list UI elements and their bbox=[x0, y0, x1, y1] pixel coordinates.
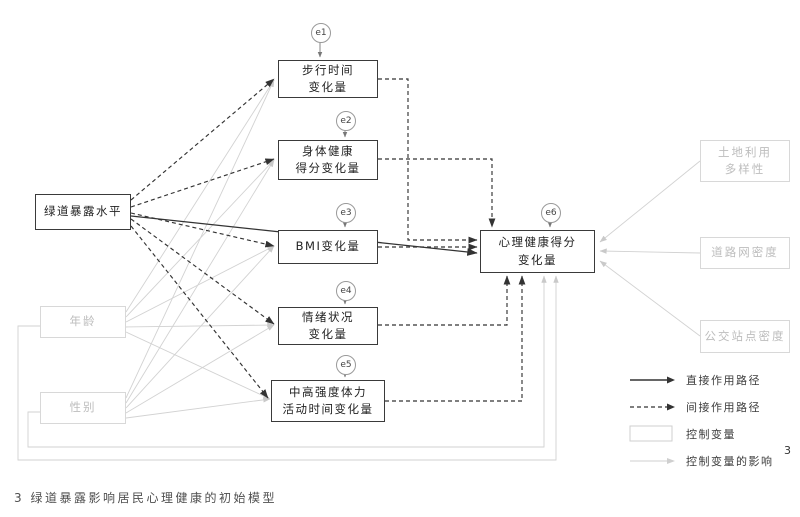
node-label: 多样性 bbox=[724, 162, 766, 176]
path-bus-mental bbox=[599, 260, 701, 337]
page-number: 3 bbox=[784, 444, 791, 457]
path-age-bmi bbox=[125, 245, 275, 323]
node-label: 年龄 bbox=[69, 314, 97, 329]
node-label: 变化量 bbox=[308, 327, 348, 341]
path-greenway-emotion bbox=[130, 218, 275, 325]
node-label: 身体健康 bbox=[302, 143, 354, 158]
node-label: 绿道暴露水平 bbox=[44, 204, 122, 219]
path-gender-bmi bbox=[125, 245, 275, 409]
legend-label: 间接作用路径 bbox=[686, 400, 761, 414]
node-label: 公交站点密度 bbox=[704, 328, 786, 343]
node-bus-stop-density: 公交站点密度 bbox=[700, 320, 790, 353]
error-term-e3: e3 bbox=[336, 203, 356, 223]
gray-arrow-icon bbox=[630, 457, 675, 464]
node-label: 性别 bbox=[69, 400, 97, 415]
node-label: 中高强度体力 bbox=[289, 384, 367, 399]
node-label: 得分变化量 bbox=[295, 161, 361, 175]
node-label: 土地利用 bbox=[718, 144, 772, 159]
indirect-paths bbox=[130, 78, 526, 402]
node-greenway-exposure: 绿道暴露水平 bbox=[35, 194, 131, 230]
node-land-use-diversity: 土地利用 多样性 bbox=[700, 140, 790, 182]
path-age-mvpa bbox=[125, 331, 271, 400]
node-label: 步行时间 bbox=[302, 62, 354, 77]
node-label: BMI变化量 bbox=[295, 239, 361, 254]
node-mental-health-change: 心理健康得分 变化量 bbox=[480, 230, 595, 273]
node-emotion-change: 情绪状况 变化量 bbox=[278, 307, 378, 345]
figure-caption: 3 绿道暴露影响居民心理健康的初始模型 bbox=[14, 491, 277, 505]
path-mvpa-mental bbox=[385, 275, 526, 402]
path-emotion-mental bbox=[378, 275, 511, 326]
node-label: 心理健康得分 bbox=[498, 235, 577, 250]
error-term-e6: e6 bbox=[541, 203, 561, 223]
path-age-walking bbox=[125, 79, 275, 313]
error-term-e5: e5 bbox=[336, 355, 356, 375]
path-gender-walking bbox=[125, 79, 275, 399]
dashed-arrow-icon bbox=[630, 403, 675, 410]
error-label: e1 bbox=[315, 28, 327, 38]
path-landuse-mental bbox=[599, 160, 701, 243]
path-road-mental bbox=[599, 248, 701, 254]
node-label: 变化量 bbox=[518, 252, 557, 267]
control-box-icon bbox=[629, 425, 673, 441]
path-gender-mental bbox=[27, 275, 547, 448]
legend-label: 直接作用路径 bbox=[686, 373, 761, 387]
legend-label: 控制变量的影响 bbox=[686, 454, 774, 468]
error-label: e4 bbox=[340, 286, 352, 296]
solid-arrow-icon bbox=[630, 376, 675, 383]
node-physical-health-change: 身体健康 得分变化量 bbox=[278, 140, 378, 180]
legend: 直接作用路径 间接作用路径 控制变量 控制变量的影响 bbox=[628, 366, 774, 474]
path-gender-mvpa bbox=[125, 397, 271, 419]
node-label: 情绪状况 bbox=[302, 309, 354, 324]
node-label: 活动时间变化量 bbox=[282, 402, 374, 416]
error-label: e2 bbox=[340, 116, 352, 126]
path-physical-mental bbox=[378, 158, 496, 228]
path-gender-emotion bbox=[125, 324, 275, 414]
legend-item-indirect: 间接作用路径 bbox=[628, 393, 774, 420]
node-age: 年龄 bbox=[40, 306, 126, 338]
error-label: e6 bbox=[545, 208, 557, 218]
node-label: 变化量 bbox=[308, 80, 348, 94]
legend-item-control-effect: 控制变量的影响 bbox=[628, 447, 774, 474]
path-greenway-walking bbox=[130, 78, 275, 201]
node-gender: 性别 bbox=[40, 392, 126, 424]
node-label: 道路网密度 bbox=[711, 245, 779, 260]
error-label: e3 bbox=[340, 208, 352, 218]
node-mvpa-time-change: 中高强度体力 活动时间变化量 bbox=[271, 380, 385, 422]
path-age-mental bbox=[17, 275, 559, 461]
error-term-e4: e4 bbox=[336, 281, 356, 301]
error-label: e5 bbox=[340, 360, 352, 370]
path-gender-physical bbox=[125, 159, 275, 404]
path-walking-mental bbox=[378, 78, 478, 244]
path-age-emotion bbox=[125, 322, 275, 328]
legend-label: 控制变量 bbox=[686, 427, 736, 441]
node-walking-time-change: 步行时间 变化量 bbox=[278, 60, 378, 98]
error-term-e2: e2 bbox=[336, 111, 356, 131]
control-effect-paths bbox=[17, 79, 701, 461]
path-greenway-mvpa bbox=[130, 225, 269, 399]
node-road-density: 道路网密度 bbox=[700, 237, 790, 269]
legend-item-direct: 直接作用路径 bbox=[628, 366, 774, 393]
node-bmi-change: BMI变化量 bbox=[278, 230, 378, 264]
error-term-e1: e1 bbox=[311, 23, 331, 43]
legend-item-control: 控制变量 bbox=[628, 420, 774, 447]
